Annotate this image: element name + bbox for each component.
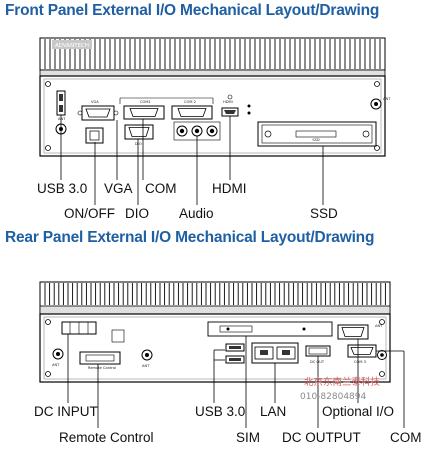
watermark-company: 北京东南兰泰科技 [304,376,381,388]
rear-leader-lines [67,334,405,428]
front-antenna-right: ANT [370,97,391,110]
sim-slot [207,321,333,337]
com2-text: COM 2 [184,100,196,104]
front-usb-ports [56,90,66,116]
label-rear-remote: Remote Control [59,430,154,445]
optional-io-connector [337,324,369,340]
label-front-audio: Audio [179,206,214,221]
status-leds [247,104,251,115]
ssd-text: SSD [312,138,320,142]
ant-left-text: ANT [58,117,66,121]
label-rear-sim: SIM [236,430,261,445]
rear-antenna-left: ANT [52,348,64,367]
label-rear-usb: USB 3.0 [195,404,246,419]
brand-text: ADVANTECH [55,43,89,49]
label-rear-dc-output: DC OUTPUT [282,430,361,445]
rear-antenna-right: ANT [375,324,387,360]
rear-chassis [39,305,391,383]
front-heatsink [39,37,386,71]
rear-antenna-mid: ANT [141,349,153,368]
watermark: 北京东南兰泰科技 010-82804894 [300,376,381,402]
dc-input-terminal [61,321,97,335]
dio-text: DIO [135,142,142,146]
label-front-usb: USB 3.0 [37,181,88,196]
label-rear-dc-input: DC INPUT [34,404,98,419]
remote-text: Remote Control [88,366,116,370]
rear-ant-mid-text: ANT [142,364,150,368]
com-bracket: COM1 COM 2 [119,97,214,104]
label-front-ssd: SSD [310,206,338,221]
rear-panel-title: Rear Panel External I/O Mechanical Layou… [5,229,375,246]
dc-out-text: DC OUT [310,360,325,364]
vga-text: VGA [91,100,99,104]
ant-right-text: ANT [383,97,391,101]
com2-connector [171,105,213,120]
label-front-onoff: ON/OFF [64,206,115,221]
label-rear-lan: LAN [260,404,287,419]
com3-text: COM 3 [354,360,366,364]
front-panel-title: Front Panel External I/O Mechanical Layo… [5,2,380,19]
label-rear-optional-io: Optional I/O [322,404,395,419]
label-front-vga: VGA [104,181,133,196]
ssd-tray: SSD [257,121,377,147]
dio-connector: DIO [124,124,154,146]
rear-ant-left-text: ANT [52,363,60,367]
rear-screws [45,319,385,377]
label-front-dio: DIO [125,206,150,221]
rear-ant-right-text: ANT [375,324,383,328]
audio-jacks [173,121,221,141]
hdmi-text: HDMI [223,100,233,104]
com1-text: COM1 [140,100,151,104]
brand-logo: ADVANTECH [52,40,92,49]
hdmi-connector: HDMI [221,94,239,117]
power-button [85,127,104,144]
label-front-com: COM [145,181,177,196]
front-leader-lines [60,115,324,205]
remote-control-connector: Remote Control [79,329,125,370]
front-screws [45,81,380,151]
vga-connector: VGA [77,100,119,121]
rear-usb-ports [225,343,245,364]
com1-connector [123,105,165,120]
label-front-hdmi: HDMI [212,181,247,196]
watermark-phone: 010-82804894 [300,392,367,402]
label-rear-com: COM [390,430,422,445]
lan-ports [251,342,299,364]
